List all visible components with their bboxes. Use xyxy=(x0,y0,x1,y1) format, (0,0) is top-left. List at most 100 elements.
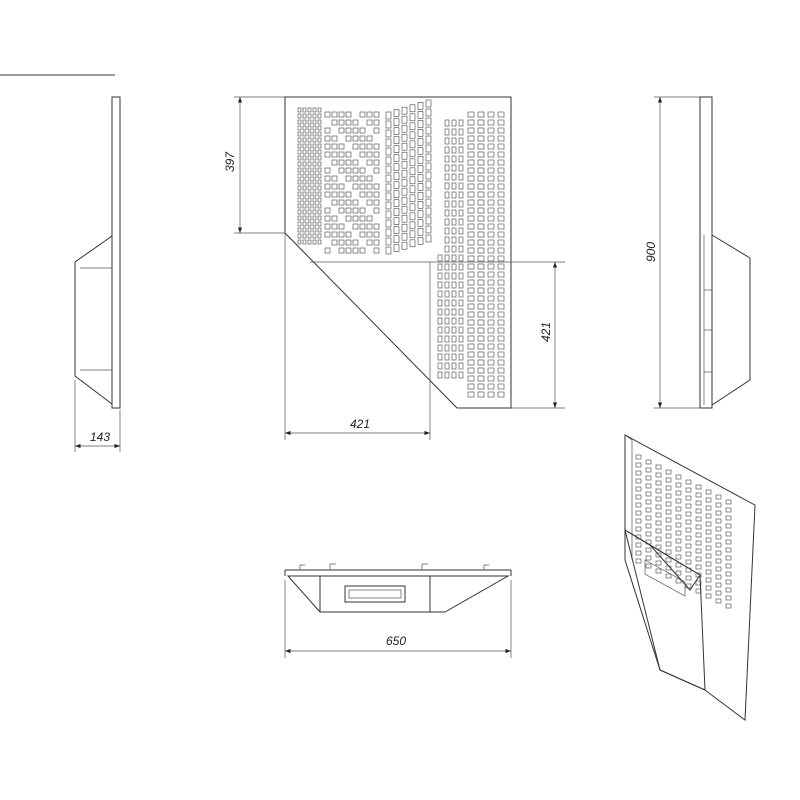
perforation-slot xyxy=(338,223,345,230)
perforation-slot xyxy=(675,554,682,560)
perforation-slot xyxy=(324,175,331,182)
perforation-slot xyxy=(444,371,450,379)
perforation-slot xyxy=(425,153,432,162)
perforation-slot xyxy=(725,507,732,513)
perforation-slot xyxy=(497,327,505,334)
perforation-slot xyxy=(458,155,464,163)
perforation-slot xyxy=(312,179,317,185)
perforation-slot xyxy=(675,514,682,520)
perforation-slot xyxy=(297,209,302,215)
perforation-slot xyxy=(352,143,359,150)
perforation-slot xyxy=(324,231,331,238)
perforation-slot xyxy=(444,218,450,226)
perforation-slot xyxy=(458,317,464,325)
perforation-slot xyxy=(417,138,424,146)
perforation-slot xyxy=(312,215,317,221)
perforation-slot xyxy=(477,127,485,134)
perforation-slot xyxy=(635,534,642,540)
perforation-slot xyxy=(477,175,485,182)
perforation-slot xyxy=(338,111,345,118)
perforation-slot xyxy=(444,290,450,298)
front-view: 397 421 421 xyxy=(223,96,565,440)
perforation-slot xyxy=(312,131,317,137)
perforation-slot xyxy=(467,143,475,150)
perforation-slot xyxy=(409,176,416,185)
perforation-slot xyxy=(297,137,302,143)
perforation-slot xyxy=(705,561,712,567)
perforation-slot xyxy=(451,299,457,307)
perforation-slot xyxy=(312,203,317,209)
perforation-slot xyxy=(444,353,450,361)
perforation-slot xyxy=(331,191,338,198)
perforation-slot xyxy=(297,143,302,149)
perforation-slot xyxy=(695,564,702,570)
perforation-slot xyxy=(695,500,702,506)
perforation-slot xyxy=(497,335,505,342)
perforation-slot xyxy=(409,239,416,248)
perforation-slot xyxy=(487,255,495,262)
perforation-slot xyxy=(359,175,366,182)
perforation-slot xyxy=(317,167,322,173)
perforation-slot xyxy=(635,550,642,556)
perforation-slot xyxy=(477,279,485,286)
perforation-slot xyxy=(331,143,338,150)
perforation-slot xyxy=(645,539,652,545)
dimension-depth-label: 143 xyxy=(90,430,110,444)
perforation-slot xyxy=(338,247,345,254)
perforation-slot xyxy=(352,223,359,230)
perforation-slot xyxy=(477,255,485,262)
perforation-slot xyxy=(685,559,692,565)
perforation-slot xyxy=(312,125,317,131)
right-side-view: 900 xyxy=(644,96,751,409)
perforation-slot xyxy=(331,175,338,182)
perforation-slot xyxy=(444,182,450,190)
perforation-slot xyxy=(655,536,662,542)
perforation-slot xyxy=(665,477,672,483)
perforation-slot xyxy=(705,513,712,519)
perforation-slot xyxy=(675,506,682,512)
perforation-slot xyxy=(312,197,317,203)
perforation-slot xyxy=(401,223,408,232)
perforation-slot xyxy=(352,127,359,134)
perforation-slot xyxy=(487,359,495,366)
perforation-slot xyxy=(307,173,312,179)
perforation-slot xyxy=(451,119,457,127)
perforation-slot xyxy=(715,542,722,548)
perforation-slot xyxy=(437,299,443,307)
perforation-slot xyxy=(359,191,366,198)
perforation-slot xyxy=(312,185,317,191)
perforation-slot xyxy=(417,174,424,182)
perforation-slot xyxy=(312,221,317,227)
perforation-slot xyxy=(317,155,322,161)
perforation-slot xyxy=(317,203,322,209)
perforation-slot xyxy=(373,143,380,150)
perforation-slot xyxy=(675,578,682,584)
perforation-slot xyxy=(385,156,392,165)
perforation-slot xyxy=(385,147,392,156)
perforation-slot xyxy=(409,167,416,176)
perforation-slot xyxy=(425,171,432,180)
perforation-slot xyxy=(467,391,475,398)
perforation-slot xyxy=(497,359,505,366)
perforation-slot xyxy=(317,125,322,131)
perforation-slot xyxy=(352,247,359,254)
perforation-slot xyxy=(393,145,400,153)
perforation-slot xyxy=(366,231,373,238)
perforation-slot xyxy=(451,173,457,181)
perforation-slot xyxy=(477,343,485,350)
perforation-slot xyxy=(373,111,380,118)
perforation-slot xyxy=(695,516,702,522)
perforation-slot xyxy=(487,183,495,190)
perforation-slot xyxy=(685,543,692,549)
perforation-slot xyxy=(497,287,505,294)
perforation-slot xyxy=(705,593,712,599)
perforation-slot xyxy=(451,308,457,316)
perforation-slot xyxy=(297,155,302,161)
perforation-slot xyxy=(312,149,317,155)
perforation-slot xyxy=(409,104,416,113)
perforation-slot xyxy=(317,137,322,143)
perforation-slot xyxy=(345,175,352,182)
perforation-slot xyxy=(477,367,485,374)
perforation-slot xyxy=(665,573,672,579)
perforation-slot xyxy=(401,133,408,142)
